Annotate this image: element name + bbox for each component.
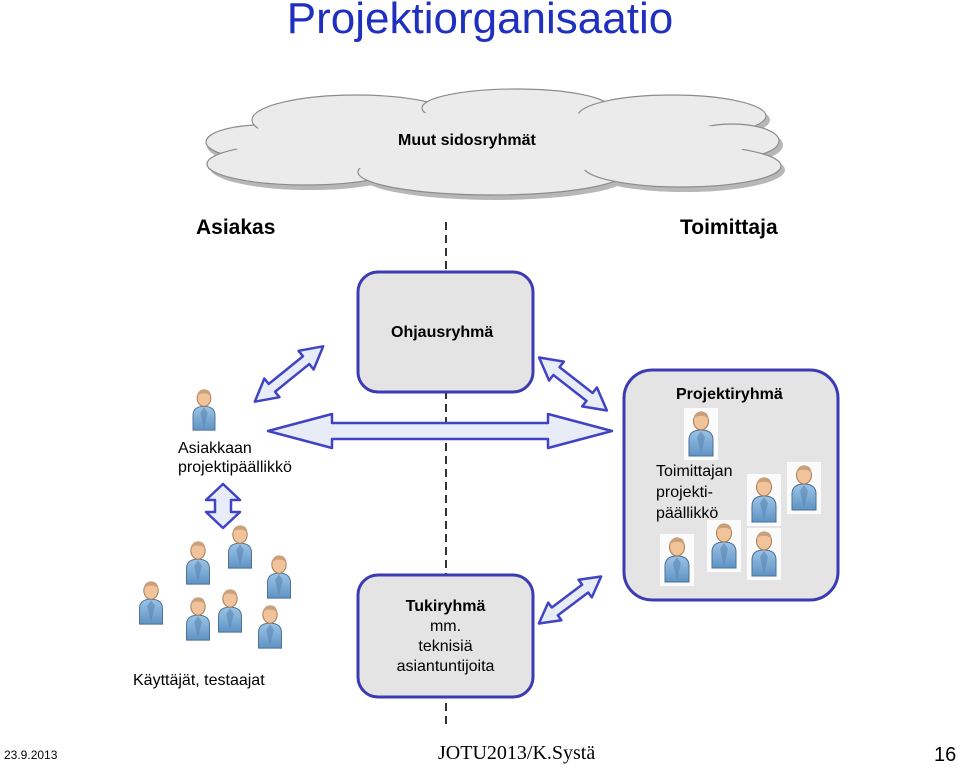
arrow-customer-steering — [253, 345, 325, 403]
arrow-steering-project — [537, 356, 609, 412]
page-number: 16 — [934, 744, 957, 766]
support-group-title: Tukiryhmä — [405, 598, 486, 615]
steering-group-box — [356, 270, 535, 394]
arrow-support-project — [537, 575, 603, 625]
supplier-pm-line2: projekti- — [656, 484, 713, 501]
page-title: Projektiorganisaatio — [286, 0, 674, 43]
customer-pm-line2: projektipäällikkö — [178, 459, 292, 476]
users-group — [139, 525, 291, 649]
support-group-box — [356, 573, 535, 699]
support-group-line2: teknisiä — [418, 638, 473, 655]
support-group-line1: mm. — [429, 618, 462, 635]
supplier-pm-line3: päällikkö — [656, 505, 719, 522]
project-team-persons — [660, 462, 821, 586]
stakeholder-cloud — [205, 88, 785, 200]
project-group-label: Projektiryhmä — [676, 386, 783, 403]
customer-pm-line1: Asiakkaan — [178, 440, 252, 457]
footer-author: JOTU2013/K.Systä — [438, 742, 596, 764]
arrow-customer-project — [266, 412, 614, 450]
customer-heading: Asiakas — [196, 216, 276, 239]
footer-date: 23.9.2013 — [4, 748, 58, 762]
users-label: Käyttäjät, testaajat — [133, 672, 265, 689]
steering-group-label: Ohjausryhmä — [391, 324, 494, 341]
arrow-customer-users — [204, 482, 242, 530]
support-group-line3: asiantuntijoita — [396, 658, 495, 675]
supplier-pm-person — [684, 408, 718, 460]
cloud-label: Muut sidosryhmät — [398, 132, 536, 149]
supplier-heading: Toimittaja — [680, 216, 778, 239]
customer-pm-person — [192, 389, 216, 431]
supplier-pm-line1: Toimittajan — [656, 463, 733, 480]
